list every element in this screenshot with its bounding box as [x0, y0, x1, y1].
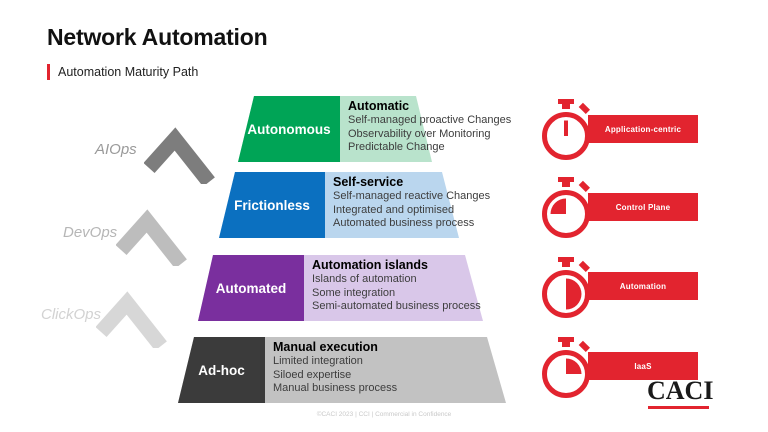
level-trapezoid [178, 337, 506, 403]
level-name: Frictionless [234, 197, 310, 213]
slide-subtitle: Automation Maturity Path [47, 64, 198, 80]
timer-badge-iaas: IaaS [588, 352, 698, 380]
level-description: Manual execution Limited integration Sil… [273, 340, 397, 396]
level-line: Observability over Monitoring [348, 127, 491, 140]
stopwatch-icon [542, 257, 591, 318]
caci-logo: CACI [647, 376, 714, 405]
maturity-level-adhoc: Ad-hoc Manual execution Limited integrat… [178, 337, 506, 403]
ops-label-clickops: ClickOps [41, 306, 102, 323]
caci-logo-underline [648, 406, 709, 409]
level-line: Predictable Change [348, 141, 445, 153]
chevron-up-icon [96, 291, 167, 348]
level-line: Integrated and optimised [333, 203, 455, 216]
level-name: Ad-hoc [198, 362, 245, 378]
ops-label-devops: DevOps [63, 224, 118, 241]
level-heading: Self-service [333, 175, 404, 189]
level-line: Semi-automated business process [312, 300, 481, 312]
level-heading: Manual execution [273, 340, 378, 354]
level-description: Automation islands Islands of automation… [312, 258, 481, 314]
level-line: Self-managed reactive Changes [333, 190, 491, 202]
timer-badge-application-centric: Application-centric [588, 115, 698, 143]
maturity-level-automated: Automated Automation islands Islands of … [198, 255, 483, 321]
timer-badge-automation: Automation [588, 272, 698, 300]
level-line: Siloed expertise [273, 368, 352, 381]
level-trapezoid [238, 96, 432, 162]
level-trapezoid [219, 172, 459, 238]
stopwatch-icon [542, 337, 591, 398]
maturity-level-autonomous: Autonomous Automatic Self-managed proact… [238, 96, 511, 162]
timer-badge-control-plane: Control Plane [588, 193, 698, 221]
level-line: Manual business process [273, 382, 398, 394]
chevron-up-icon [116, 209, 187, 266]
level-line: Automated business process [333, 217, 475, 229]
level-description: Self-service Self-managed reactive Chang… [333, 175, 490, 231]
maturity-level-frictionless: Frictionless Self-service Self-managed r… [219, 172, 490, 238]
ops-label-aiops: AIOps [95, 141, 137, 158]
page-title: Network Automation [47, 24, 268, 50]
level-heading: Automatic [348, 99, 410, 113]
subtitle-accent-bar [47, 64, 50, 80]
stopwatch-icon [542, 99, 591, 160]
subtitle-text: Automation Maturity Path [58, 65, 199, 79]
level-heading: Automation islands [312, 258, 428, 272]
stopwatch-icon [542, 177, 591, 238]
level-description: Automatic Self-managed proactive Changes… [348, 99, 511, 155]
level-line: Some integration [312, 286, 396, 299]
chevron-up-icon [144, 127, 215, 184]
level-name: Automated [215, 280, 287, 296]
level-line: Limited integration [273, 355, 363, 367]
level-name: Autonomous [247, 121, 331, 137]
level-line: Islands of automation [312, 273, 417, 285]
level-trapezoid [198, 255, 483, 321]
level-line: Self-managed proactive Changes [348, 114, 512, 126]
footer-copyright: ©CACI 2023 | CCI | Commercial in Confide… [316, 411, 452, 418]
